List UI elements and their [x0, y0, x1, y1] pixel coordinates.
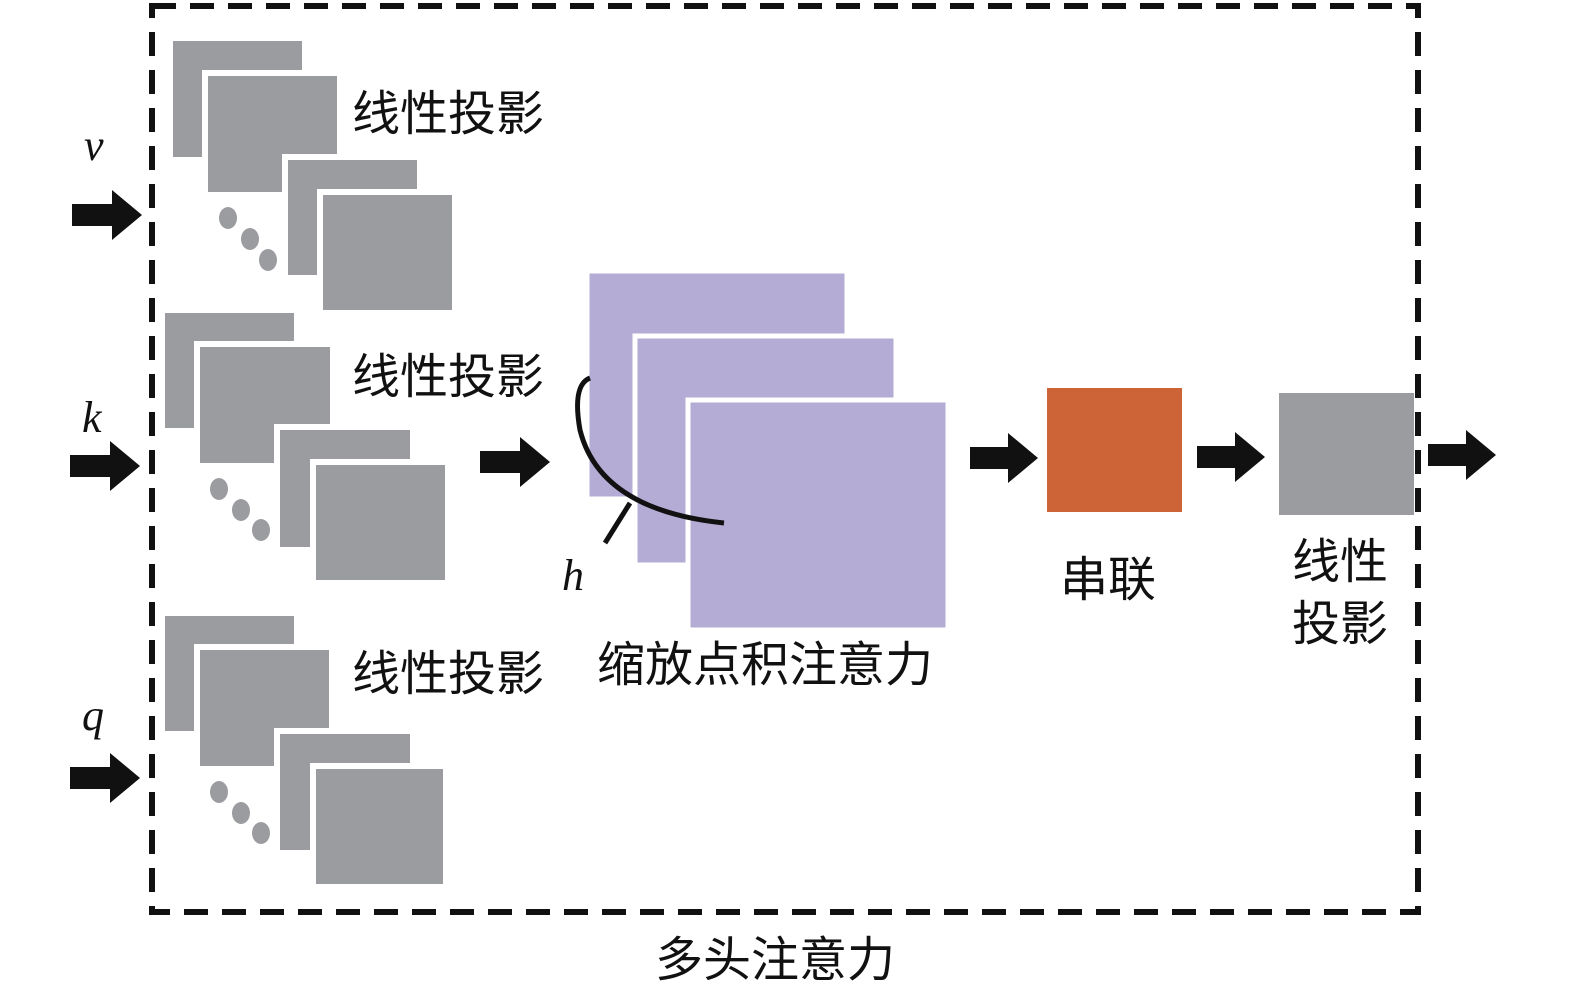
multi-head-attention-boundary	[149, 3, 1421, 915]
heads-label: h	[562, 551, 584, 600]
concat-label: 串联	[1060, 552, 1156, 608]
attention-label: 缩放点积注意力	[597, 637, 933, 693]
concat-to-projection-arrow	[1197, 432, 1265, 482]
output-projection-label-line1: 线性	[1292, 534, 1388, 590]
q-input-arrow	[70, 753, 140, 803]
attention-to-concat-arrow	[970, 433, 1038, 483]
k-projection-label: 线性投影	[352, 349, 544, 405]
q-label: q	[82, 691, 104, 740]
v-projection-label: 线性投影	[352, 86, 544, 142]
attention-stack	[584, 268, 951, 633]
k-label: k	[82, 393, 103, 442]
v-projection-stack	[167, 35, 458, 316]
v-input-arrow	[72, 190, 142, 240]
heads-brace	[575, 375, 725, 526]
concat-block	[1047, 388, 1182, 512]
output-projection-block	[1279, 393, 1414, 515]
output-projection-label-line2: 投影	[1292, 596, 1388, 652]
q-projection-stack	[159, 610, 449, 890]
diagram-title: 多头注意力	[655, 932, 895, 988]
q-projection-label: 线性投影	[352, 646, 544, 702]
projection-to-attention-arrow	[480, 437, 550, 487]
k-projection-stack	[159, 307, 451, 586]
k-input-arrow	[70, 441, 140, 491]
v-label: v	[84, 121, 104, 170]
output-arrow	[1428, 430, 1496, 480]
heads-pointer	[602, 501, 633, 545]
